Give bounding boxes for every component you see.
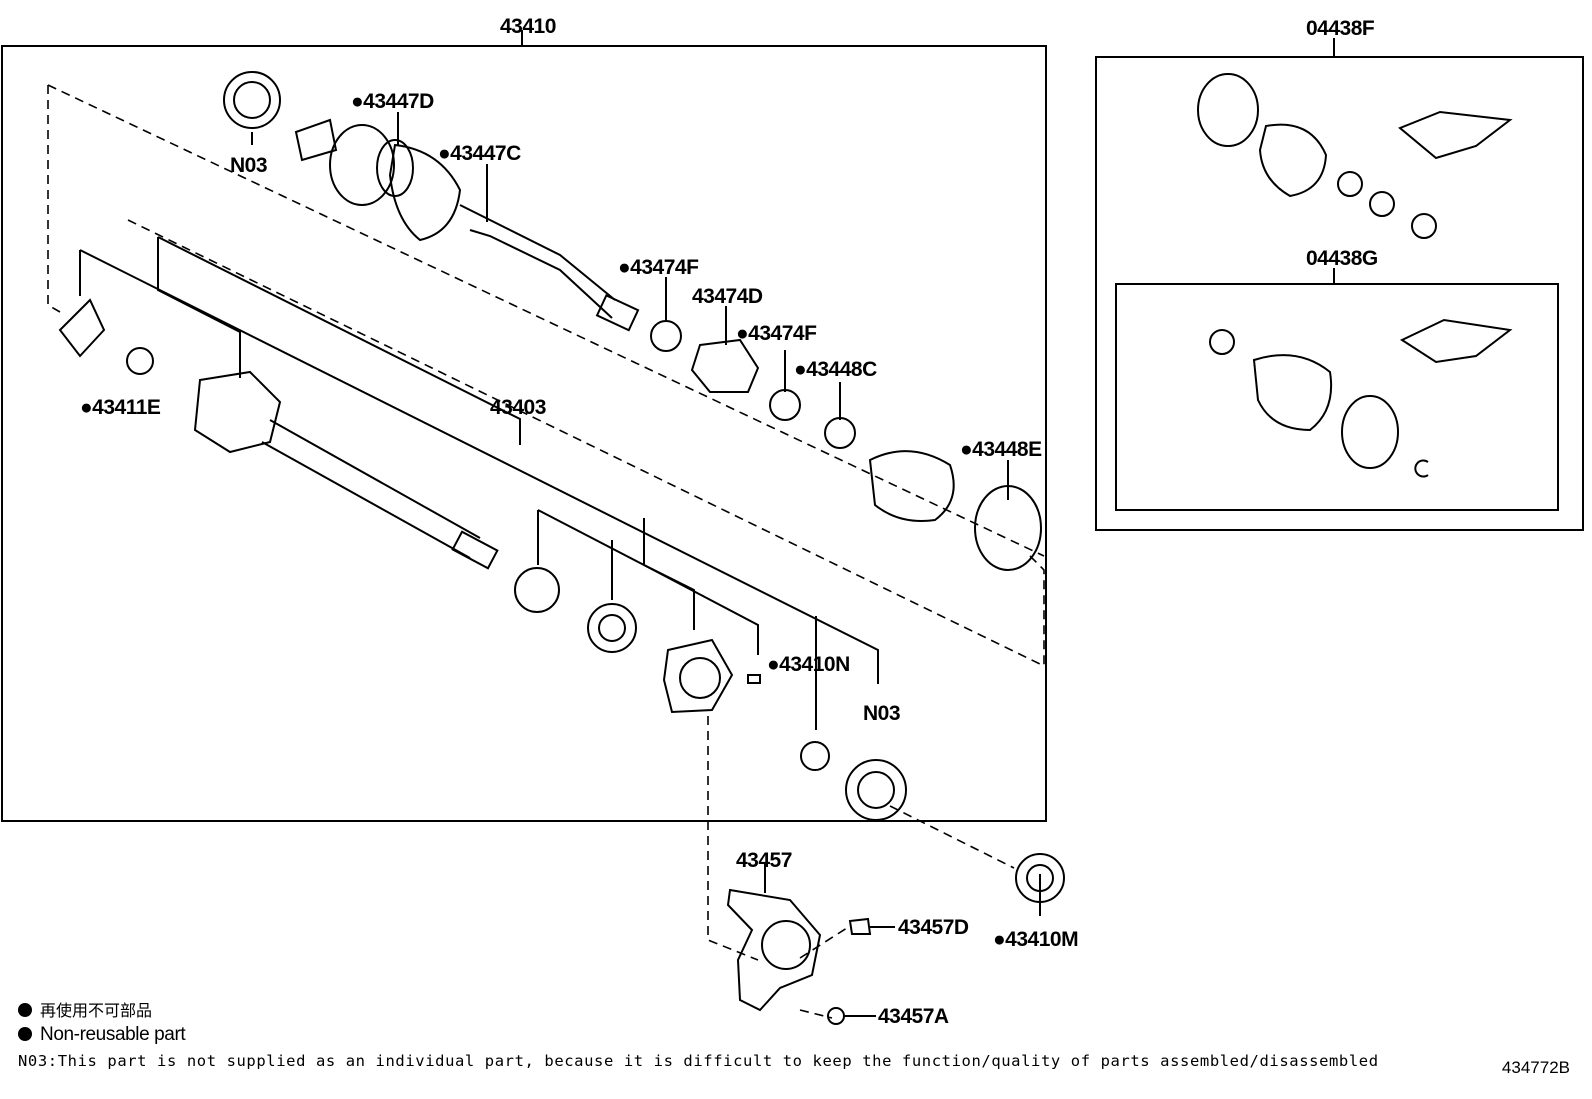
inner-tripod-housing: [193, 370, 282, 454]
snap-ring-43411E: [126, 347, 154, 375]
kit-f-band: [1197, 73, 1259, 147]
legend-jp-text: 再使用不可部品: [40, 1001, 153, 1020]
clamp-43474F-a: [650, 320, 682, 352]
clamp-43448C: [824, 417, 856, 449]
oil-seal-N03-bottom: [845, 759, 907, 821]
label-n03-top: N03: [230, 154, 267, 177]
legend-jp: 再使用不可部品: [18, 1000, 152, 1022]
kit-04438G-frame: [1115, 283, 1559, 511]
label-main-assembly: 43410: [500, 15, 556, 38]
shaft-spline-end: [595, 294, 640, 332]
boot-clamp-43447D: [376, 139, 414, 197]
figure-id: 434772B: [1501, 1058, 1570, 1077]
pin-43410N: [747, 674, 761, 684]
bearing-bracket: [662, 638, 734, 714]
legend-en-text: Non-reusable part: [40, 1024, 186, 1045]
label-43474F-a: ●43474F: [618, 256, 699, 279]
assembly-43410-frame: [1, 45, 1047, 822]
label-43457D: 43457D: [898, 916, 969, 939]
label-43447C: ●43447C: [438, 142, 521, 165]
label-43410M: ●43410M: [993, 928, 1078, 951]
bullet-icon: [18, 1003, 32, 1017]
kit-04438F-frame: [1095, 56, 1584, 531]
outer-shaft-spline: [294, 118, 338, 162]
kit-g-band: [1341, 395, 1399, 469]
label-kit-g: 04438G: [1306, 247, 1378, 270]
label-n03-bottom: N03: [863, 702, 900, 725]
intermediate-shaft-spline: [451, 530, 499, 570]
bolt-43457D: [848, 917, 872, 935]
boot-clamp-43448E: [974, 485, 1042, 571]
kit-f-boot: [1258, 123, 1328, 198]
label-43411E: ●43411E: [80, 396, 161, 419]
label-43474F-b: ●43474F: [736, 322, 817, 345]
bearing-bracket-43457: [726, 888, 822, 1012]
tripod-joint: [58, 298, 106, 358]
kit-g-snap-ring: [1414, 459, 1429, 478]
outer-cv-joint: [329, 124, 395, 206]
label-43447D: ●43447D: [351, 90, 434, 113]
outer-boot: [388, 143, 462, 242]
label-43457: 43457: [736, 849, 792, 872]
oil-seal-43410M: [1015, 853, 1065, 903]
kit-g-boot: [1252, 354, 1333, 432]
bullet-icon: [18, 1027, 32, 1041]
label-kit-f: 04438F: [1306, 17, 1375, 40]
label-43410N: ●43410N: [767, 653, 850, 676]
footnote: N03:This part is not supplied as an indi…: [18, 1052, 1379, 1070]
oil-seal-N03-top: [223, 71, 281, 129]
snap-ring: [514, 567, 560, 613]
legend-en: Non-reusable part: [18, 1024, 186, 1046]
label-43474D: 43474D: [692, 285, 763, 308]
inner-boot-43448E: [868, 450, 955, 522]
kit-f-clamp-3: [1411, 213, 1437, 239]
clamp-43474F-b: [769, 389, 801, 421]
circlip: [800, 741, 830, 771]
intermediate-shaft: [261, 419, 481, 559]
kit-g-grease-pack: [1399, 318, 1513, 364]
kit-f-grease-pack: [1398, 110, 1513, 160]
label-43448C: ●43448C: [794, 358, 877, 381]
kit-f-clamp-1: [1337, 171, 1363, 197]
bearing: [587, 603, 637, 653]
kit-g-clamp: [1209, 329, 1235, 355]
label-43403: 43403: [490, 396, 546, 419]
label-43457A: 43457A: [878, 1005, 949, 1028]
bolt-43457A: [827, 1007, 845, 1025]
dynamic-damper-43474D: [690, 338, 760, 393]
label-43448E: ●43448E: [960, 438, 1042, 461]
kit-f-clamp-2: [1369, 191, 1395, 217]
